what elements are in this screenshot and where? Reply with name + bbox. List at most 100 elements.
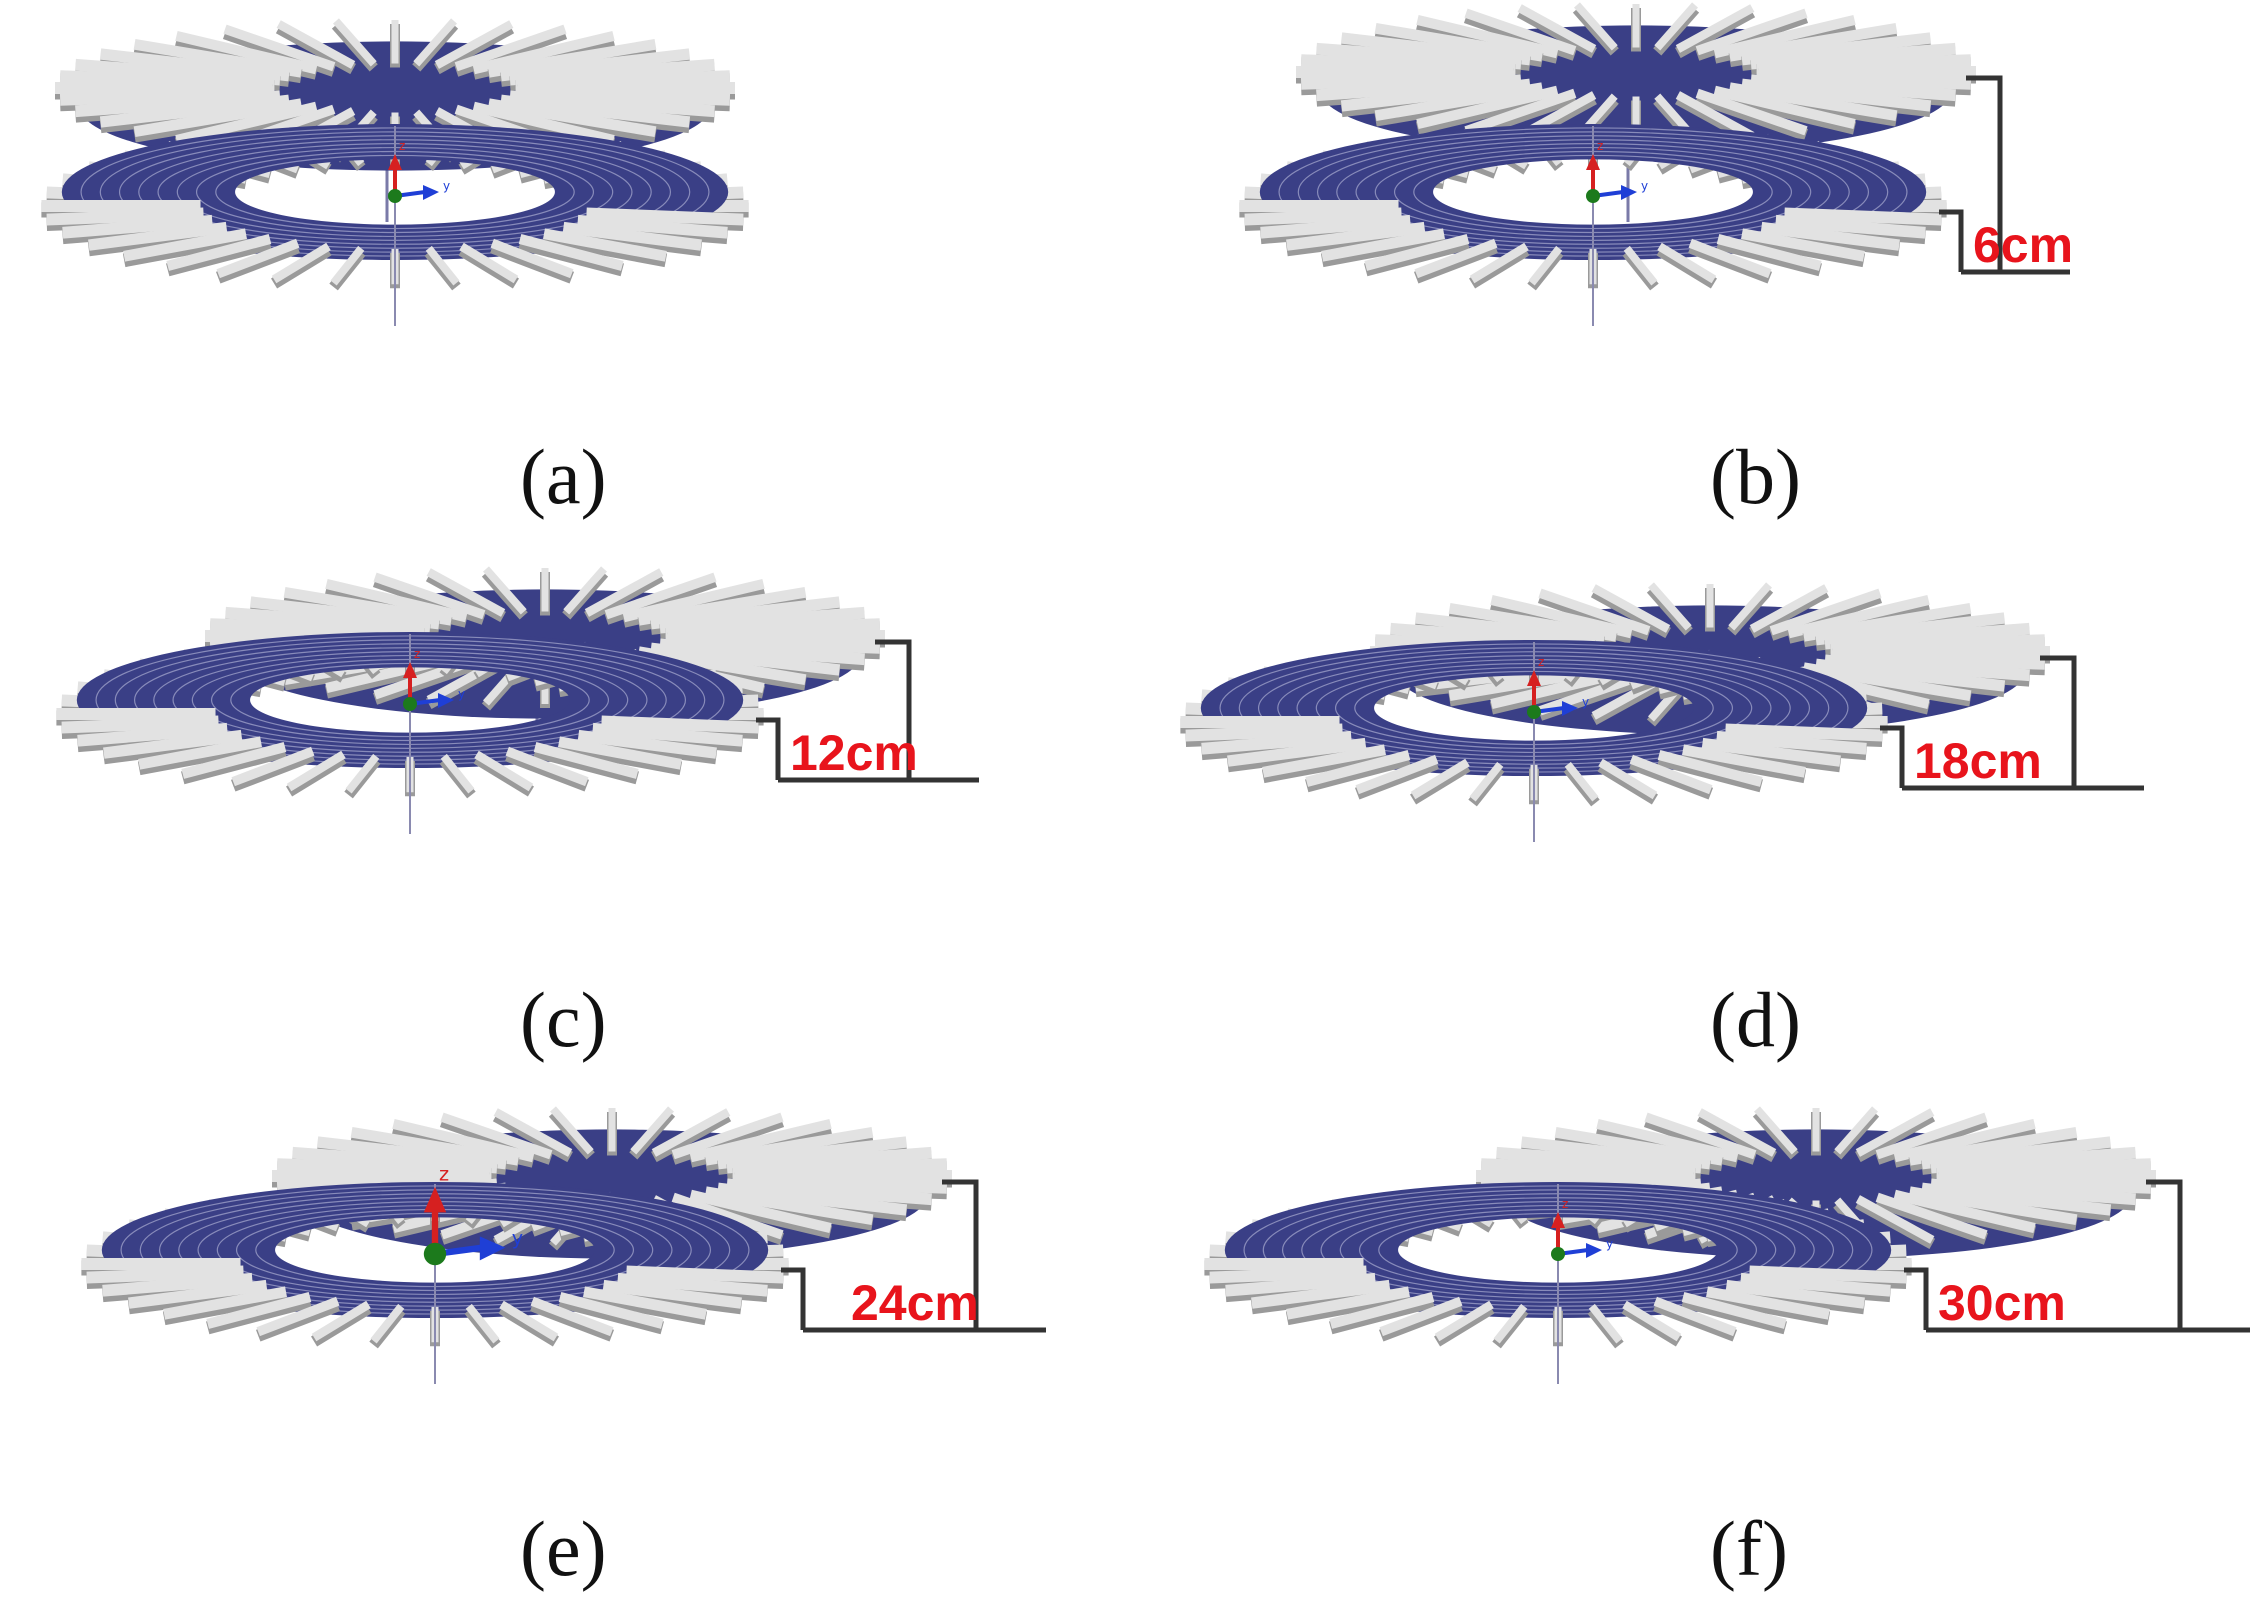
ferrite-bar: [231, 746, 315, 787]
ferrite-bar: [1316, 74, 1522, 102]
y-axis-head: [1562, 701, 1578, 716]
receiver-pad: [1204, 1182, 1912, 1349]
ferrite-bar: [1260, 214, 1411, 239]
y-axis-head: [1586, 1243, 1602, 1258]
ferrite-bar: [426, 568, 506, 617]
upper-pad-leader: [875, 639, 912, 780]
ferrite-bar: [181, 742, 287, 779]
origin-marker: [1586, 189, 1600, 203]
offset-dimension: 6cm: [1939, 75, 2073, 275]
ferrite-bar: [1695, 8, 1808, 56]
ferrite-bar: [77, 722, 228, 747]
ferrite-bar: [1716, 730, 1867, 755]
ferrite-bar: [1855, 1195, 1935, 1244]
ferrite-bar: [350, 1126, 520, 1166]
ferrite-bar: [1787, 594, 1930, 639]
ferrite-bar: [1355, 754, 1439, 795]
ferrite-bar: [1713, 14, 1856, 59]
ferrite-bar: [1244, 207, 1402, 226]
y-axis-label: y: [443, 179, 450, 193]
ferrite-bar: [62, 214, 213, 239]
ferrite-bar: [584, 568, 664, 617]
ferrite-bar: [1374, 82, 1544, 122]
ferrite-bar: [1802, 662, 1972, 702]
ferrite-bar: [1855, 1108, 1935, 1157]
ferrite-bar: [1364, 234, 1470, 271]
ferrite-bar: [500, 94, 691, 128]
ferrite-bar: [487, 98, 657, 138]
ferrite-bar: [271, 242, 331, 284]
panel-a-drawing: zy: [41, 18, 749, 326]
upper-pad-leader: [942, 1179, 979, 1330]
ferrite-bars-front: [41, 200, 744, 291]
ferrite-bar: [103, 729, 243, 759]
ferrite-bars-front: [81, 1258, 784, 1349]
z-axis-label: z: [414, 647, 420, 661]
ferrite-bar: [1596, 1118, 1739, 1163]
panel-d-caption: (d): [1710, 976, 1801, 1063]
ferrite-bar: [1740, 1272, 1891, 1297]
ferrite-bar: [1784, 207, 1942, 226]
ferrite-bar: [1379, 1296, 1463, 1337]
ferrite-bar: [1695, 88, 1808, 136]
z-axis-head: [1586, 154, 1600, 170]
ferrite-bar: [542, 228, 667, 262]
y-axis-label: y: [512, 1226, 523, 1249]
ferrite-bar: [630, 1106, 674, 1155]
ferrite-bar: [1448, 602, 1618, 642]
ferrite-bar: [1629, 754, 1713, 795]
offset-label: 18cm: [1914, 733, 2042, 789]
ferrite-bar: [1834, 1106, 1878, 1155]
ferrite-bar: [626, 1265, 784, 1284]
y-axis-label: y: [1641, 179, 1648, 193]
offset-dimension: 12cm: [756, 639, 979, 783]
ferrite-bar: [1493, 1303, 1528, 1344]
offset-label: 30cm: [1938, 1275, 2066, 1331]
ferrite-bar: [1286, 1286, 1411, 1320]
panel-e-drawing: zy 24cm: [81, 1106, 1046, 1384]
ferrite-bar: [370, 1303, 405, 1344]
ferrite-bar: [689, 1118, 832, 1163]
offset-label: 24cm: [851, 1275, 979, 1331]
y-axis-label: y: [1606, 1237, 1613, 1251]
panel-e-caption: (e): [520, 1505, 607, 1592]
ferrite-bar: [1815, 658, 2006, 692]
ferrite-bar: [1688, 238, 1772, 279]
offset-dimension: 24cm: [781, 1179, 1046, 1333]
ferrite-bar: [689, 1189, 832, 1234]
panel-d-drawing: zy 18cm: [1180, 582, 2144, 842]
z-axis-head: [403, 662, 417, 678]
axis-triad: zy: [1527, 642, 1589, 842]
ferrite-bars-front: [1204, 1258, 1907, 1349]
ferrite-bar: [1908, 1126, 2078, 1166]
ferrite-bar: [175, 101, 318, 146]
upper-pad-leader: [2040, 655, 2077, 788]
ferrite-bar: [582, 1286, 707, 1320]
z-axis-label: z: [1538, 655, 1544, 669]
ferrite-bar: [1490, 594, 1633, 639]
ferrite-bar: [373, 572, 486, 620]
panel-f-drawing: z y 30cm: [1204, 1106, 2250, 1384]
ferrite-bar: [563, 566, 607, 615]
axis-triad: zy: [423, 1162, 523, 1384]
ferrite-bar: [1713, 85, 1856, 130]
ferrite-bar: [276, 20, 356, 69]
z-axis-label: z: [1562, 1197, 1568, 1211]
ferrite-bar: [1598, 758, 1658, 800]
ferrite-bar: [1574, 2, 1618, 51]
origin-marker: [423, 1242, 447, 1266]
ferrite-bar: [483, 566, 527, 615]
lower-pad-leader: [756, 717, 781, 780]
ferrite-bar: [1728, 582, 1772, 631]
ferrite-bar: [1653, 1296, 1737, 1337]
ferrite-bar: [562, 221, 702, 251]
receiver-pad: [41, 124, 749, 291]
lower-pad-leader: [1939, 209, 1964, 272]
ferrite-bar: [1644, 1112, 1757, 1160]
ferrite-bar: [505, 746, 589, 787]
ferrite-bar: [1930, 1178, 2136, 1206]
ferrite-bar: [474, 750, 534, 792]
